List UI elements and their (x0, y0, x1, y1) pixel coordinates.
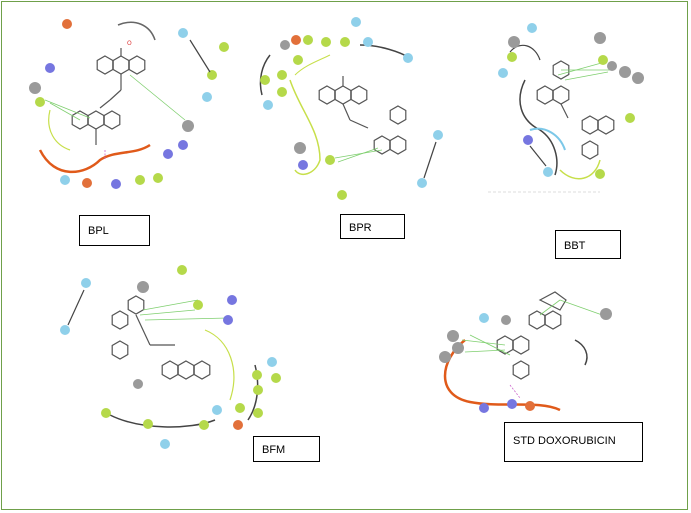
panel-label-bpl: BPL (79, 215, 150, 246)
bpl-diagram: O (29, 19, 229, 189)
panel-label-bfm: BFM (253, 436, 320, 462)
bpr-diagram (259, 17, 443, 200)
panel-label-std-doxorubicin: STD DOXORUBICIN (504, 422, 643, 462)
svg-text:O: O (127, 40, 132, 47)
std-doxorubicin-diagram (439, 291, 612, 413)
panel-label-bbt: BBT (555, 230, 621, 259)
bfm-diagram (60, 265, 281, 449)
panel-label-bpr: BPR (340, 214, 405, 239)
bbt-diagram (488, 23, 644, 193)
